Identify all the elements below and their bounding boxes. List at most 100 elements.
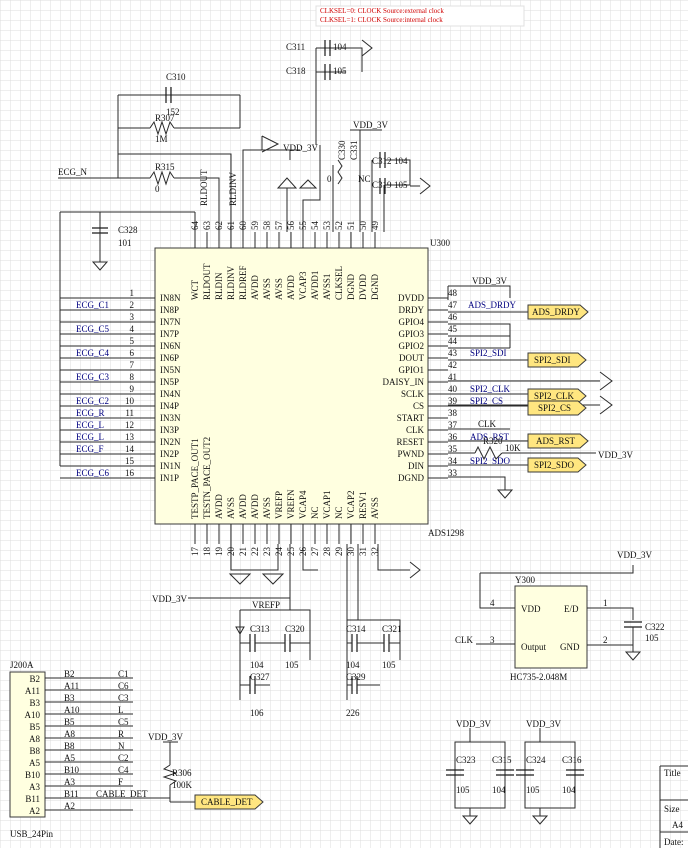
- pin-name: GPIO1: [398, 365, 424, 375]
- svg-text:SPI2_SDO: SPI2_SDO: [534, 460, 575, 470]
- pin-name: IN2P: [160, 449, 179, 459]
- usb-pin-label: A5: [64, 753, 75, 763]
- pin-name: DRDY: [398, 305, 424, 315]
- svg-text:Size: Size: [664, 804, 680, 814]
- pin-name: RLDOUT: [202, 263, 212, 300]
- pin-name: WCT: [190, 280, 200, 300]
- pin-number: 38: [448, 408, 458, 418]
- pin-number: 2: [130, 300, 135, 310]
- svg-text:C314: C314: [346, 624, 366, 634]
- net-label: ADS_DRDY: [468, 300, 517, 310]
- vdd-top-1: VDD_3V: [283, 143, 318, 153]
- pin-number: 12: [125, 420, 134, 430]
- net-label: ECG_L: [76, 432, 104, 442]
- pin-name: RESV1: [358, 491, 368, 519]
- rld-feedback-network: ECG_N R315 0 R307 1M C310 152 RLDOUT RLD…: [58, 72, 241, 232]
- net-label: ECG_C2: [76, 396, 109, 406]
- pin-name: AVSS: [274, 278, 284, 300]
- c311-ref: C311: [286, 42, 305, 52]
- port-spi2-sdi[interactable]: SPI2_SDI: [448, 352, 587, 368]
- net-label: ECG_L: [76, 420, 104, 430]
- r307-val: 1M: [155, 134, 168, 144]
- c321-capacitor: C321 105: [380, 624, 402, 670]
- net-label: ADS_RST: [470, 432, 510, 442]
- svg-text:GND: GND: [560, 642, 580, 652]
- c310-ref: C310: [166, 72, 186, 82]
- svg-text:HC735-2.048M: HC735-2.048M: [510, 672, 567, 682]
- pin-name: START: [397, 413, 425, 423]
- svg-text:105: 105: [645, 633, 659, 643]
- usb-net-label: C2: [118, 753, 129, 763]
- svg-text:ADS_DRDY: ADS_DRDY: [532, 307, 581, 317]
- pin-number: 58: [262, 221, 272, 231]
- oscillator-y300[interactable]: Y300 HC735-2.048M VDD E/D Output GND VDD…: [455, 550, 665, 682]
- usb-pad: A8: [29, 734, 40, 744]
- vdd-top-2: VDD_3V: [353, 120, 388, 130]
- pin-number: 16: [125, 468, 135, 478]
- bottom-reference-section: VDD_3V VREFP: [152, 544, 642, 700]
- pin-number: 10: [125, 396, 135, 406]
- usb-net-label: N: [118, 741, 125, 751]
- svg-text:Title: Title: [664, 768, 681, 778]
- svg-text:105: 105: [285, 660, 299, 670]
- svg-text:105: 105: [456, 785, 470, 795]
- svg-text:SPI2_CLK: SPI2_CLK: [534, 391, 575, 401]
- svg-text:3: 3: [490, 635, 495, 645]
- svg-text:SPI2_CS: SPI2_CS: [538, 403, 571, 413]
- rldinv-net: RLDINV: [228, 172, 238, 206]
- pin-number: 34: [448, 456, 458, 466]
- usb-net-label: C6: [118, 681, 129, 691]
- pin-number: 49: [370, 221, 380, 231]
- port-ads-drdy[interactable]: ADS_DRDY: [448, 304, 589, 320]
- c328-ref: C328: [118, 225, 138, 235]
- c311-c318-decoupling: C311 104 C318 105: [286, 39, 373, 145]
- svg-text:C329: C329: [346, 672, 366, 682]
- c319-ref: C319: [372, 180, 392, 190]
- ads-part-label: ADS1298: [428, 528, 465, 538]
- usb-pad: A11: [25, 686, 40, 696]
- pin-number: 14: [125, 444, 135, 454]
- usb-pad: A5: [29, 758, 40, 768]
- port-cable-det[interactable]: CABLE_DET: [170, 794, 264, 810]
- usb-pad: B3: [29, 698, 40, 708]
- pin-name: CLK: [406, 425, 425, 435]
- r315-ref: R315: [155, 162, 175, 172]
- pin-name: PWND: [398, 449, 425, 459]
- net-label: ECG_C5: [76, 324, 110, 334]
- nc-label: NC: [358, 174, 371, 184]
- usb-pin-label: A11: [64, 681, 79, 691]
- pin-number: 54: [310, 221, 320, 231]
- port-spi2-sdo[interactable]: SPI2_SDO: [448, 457, 587, 473]
- r307-ref: R307: [155, 113, 175, 123]
- pin-number: 48: [448, 288, 458, 298]
- pin-name: IN7P: [160, 329, 179, 339]
- usb-pin-label: B3: [64, 693, 75, 703]
- pin-name: VCAP2: [346, 490, 356, 519]
- port-ads-rst[interactable]: ADS_RST: [448, 433, 589, 449]
- pin-name: IN8P: [160, 305, 179, 315]
- svg-text:VDD_3V: VDD_3V: [148, 732, 183, 742]
- usb-pin-label: B2: [64, 669, 75, 679]
- pin-number: 19: [214, 547, 224, 557]
- usb-net-label: C1: [118, 669, 129, 679]
- pin-name: GPIO2: [398, 341, 424, 351]
- pin-number: 47: [448, 300, 458, 310]
- pin-name: CS: [413, 401, 424, 411]
- vrefp-label: VREFP: [252, 600, 280, 610]
- pin-name: TESTN_PACE_OUT2: [202, 437, 212, 519]
- rldout-net: RLDOUT: [199, 169, 209, 206]
- pin-name: IN3N: [160, 413, 181, 423]
- c319-val: 105: [394, 180, 408, 190]
- pin-name: DIN: [408, 461, 424, 471]
- pin-number: 6: [130, 348, 135, 358]
- pin-name: IN1N: [160, 461, 181, 471]
- pin-name: DOUT: [399, 353, 424, 363]
- svg-text:4: 4: [490, 598, 495, 608]
- usb-pin-label: B8: [64, 741, 75, 751]
- port-spi2-cs[interactable]: SPI2_CS: [527, 400, 587, 416]
- title-block: Title Size A4 Date:: [659, 765, 688, 848]
- c328-val: 101: [118, 238, 132, 248]
